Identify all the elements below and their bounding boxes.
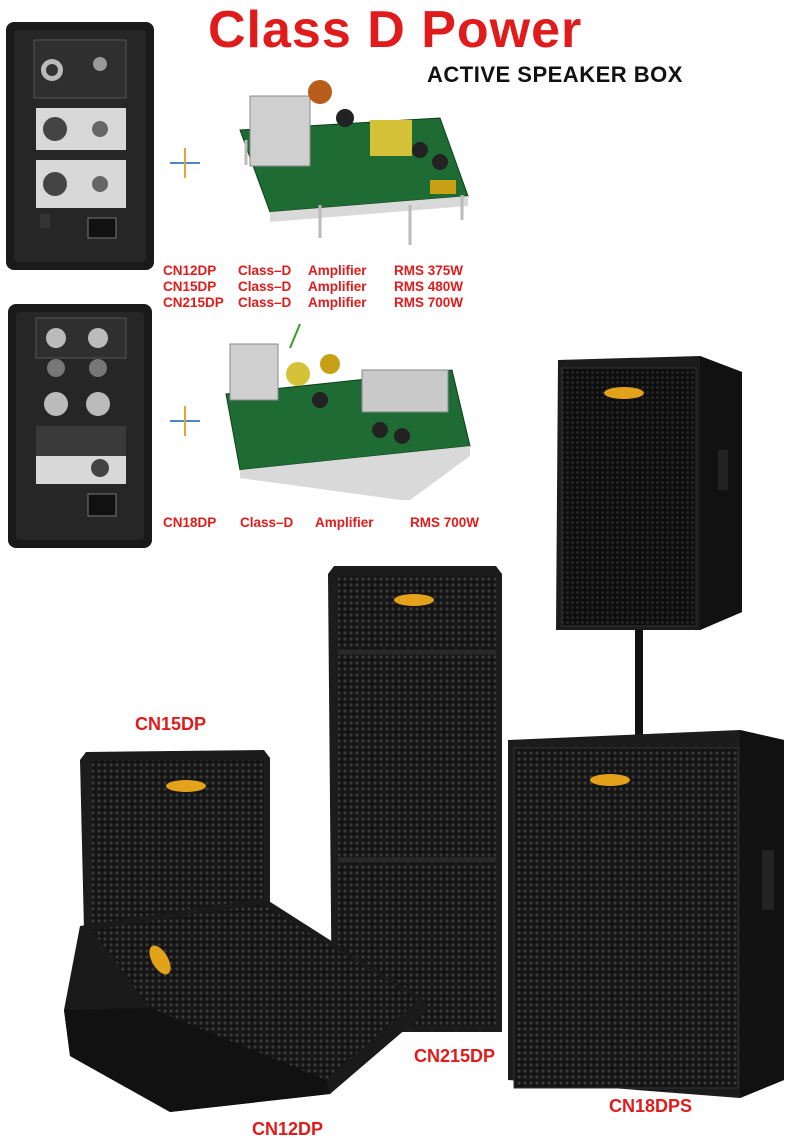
spec-row: CN18DP Class–D Amplifier RMS 700W [163, 515, 503, 532]
spec-model: CN215DP [163, 295, 224, 310]
speaker-cn215dp-cabinet [328, 566, 502, 1032]
spec-type: Class–D [238, 263, 292, 278]
label-cn215dp: CN215DP [414, 1046, 496, 1066]
page-subtitle: ACTIVE SPEAKER BOX [427, 62, 683, 87]
spec-rms: RMS 480W [394, 279, 464, 294]
label-cn18dps: CN18DPS [609, 1096, 693, 1116]
spec-model: CN18DP [163, 515, 217, 530]
label-cn12dp: CN12DP [252, 1119, 324, 1139]
amplifier-board-2 [225, 323, 471, 500]
label-cn15dp: CN15DP [135, 714, 207, 734]
rear-panel-2 [8, 304, 152, 548]
speaker-cn18dps-cabinet [508, 730, 784, 1098]
plus-icon [170, 406, 200, 436]
spec-kind: Amplifier [308, 295, 367, 310]
speaker-cn15dp-cabinet [80, 750, 270, 930]
plus-icon [170, 148, 200, 178]
speaker-top-cabinet [556, 356, 742, 630]
spec-type: Class–D [240, 515, 294, 530]
page-title: Class D Power [208, 1, 583, 59]
amplifier-board-1 [239, 80, 469, 245]
speaker-cn12dp-cabinet [64, 898, 428, 1112]
spec-type: Class–D [238, 279, 292, 294]
spec-rms: RMS 700W [394, 295, 464, 310]
spec-kind: Amplifier [308, 279, 367, 294]
spec-row: CN12DP Class–D Amplifier RMS 375W [163, 263, 483, 280]
spec-kind: Amplifier [308, 263, 367, 278]
spec-row: CN15DP Class–D Amplifier RMS 480W [163, 279, 483, 296]
spec-row: CN215DP Class–D Amplifier RMS 700W [163, 295, 483, 312]
spec-model: CN12DP [163, 263, 217, 278]
speaker-pole [635, 630, 643, 738]
spec-type: Class–D [238, 295, 292, 310]
spec-kind: Amplifier [315, 515, 374, 530]
spec-rms: RMS 700W [410, 515, 480, 530]
spec-rms: RMS 375W [394, 263, 464, 278]
rear-panel-1 [6, 22, 154, 270]
spec-model: CN15DP [163, 279, 217, 294]
